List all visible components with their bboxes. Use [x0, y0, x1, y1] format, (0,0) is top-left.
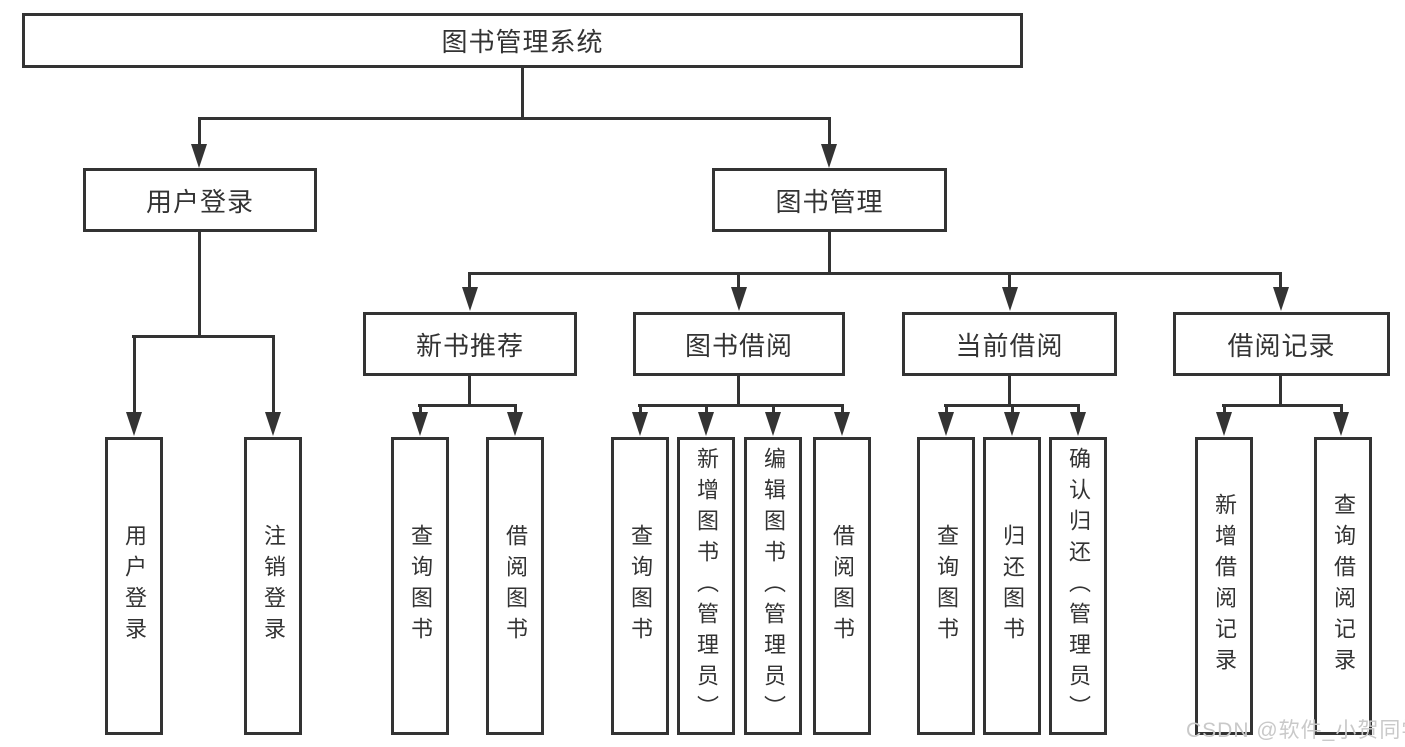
connector-drop-user-login [198, 117, 201, 146]
connector-drop [705, 404, 708, 414]
arrow-down-icon [938, 412, 954, 436]
leaf-query-books-recommend: 查询图书 [391, 437, 449, 735]
leaf-return-book: 归还图书 [983, 437, 1041, 735]
connector-drop [1077, 404, 1080, 414]
arrow-down-icon [821, 144, 837, 168]
arrow-down-icon [462, 287, 478, 311]
connector-drop-leaf-logout [272, 335, 275, 414]
connector-drop [639, 404, 642, 414]
connector-drop [514, 404, 517, 414]
connector-user-login-rail [132, 335, 275, 338]
connector-drop-leaf-user-login [133, 335, 136, 414]
connector-drop [1340, 404, 1343, 414]
arrow-down-icon [1273, 287, 1289, 311]
node-borrow-records: 借阅记录 [1173, 312, 1390, 376]
connector-drop-book-borrow [737, 272, 740, 289]
watermark: CSDN @软件_小贺同学 [1186, 719, 1405, 742]
leaf-query-books-current: 查询图书 [917, 437, 975, 735]
arrow-down-icon [1070, 412, 1086, 436]
connector-drop [841, 404, 844, 414]
connector-root-stem [521, 68, 524, 120]
connector-drop [1011, 404, 1014, 414]
arrow-down-icon [698, 412, 714, 436]
arrow-down-icon [1216, 412, 1232, 436]
arrow-down-icon [834, 412, 850, 436]
leaf-user-login: 用户登录 [105, 437, 163, 735]
connector-book-borrow-stem [737, 376, 740, 407]
connector-drop [772, 404, 775, 414]
connector-new-book-rail [418, 404, 517, 407]
connector-drop-borrow-records [1279, 272, 1282, 289]
arrow-down-icon [1002, 287, 1018, 311]
leaf-add-book-admin: 新增图书（管理员） [677, 437, 735, 735]
connector-drop [1223, 404, 1226, 414]
node-book-management: 图书管理 [712, 168, 947, 232]
arrow-down-icon [191, 144, 207, 168]
leaf-confirm-return-admin: 确认归还（管理员） [1049, 437, 1107, 735]
connector-level3-rail [468, 272, 1282, 275]
arrow-down-icon [412, 412, 428, 436]
connector-drop-new-book [468, 272, 471, 289]
connector-book-borrow-rail [638, 404, 844, 407]
leaf-query-books-borrow: 查询图书 [611, 437, 669, 735]
arrow-down-icon [507, 412, 523, 436]
leaf-logout: 注销登录 [244, 437, 302, 735]
node-user-login: 用户登录 [83, 168, 317, 232]
arrow-down-icon [126, 412, 142, 436]
arrow-down-icon [265, 412, 281, 436]
connector-drop [945, 404, 948, 414]
arrow-down-icon [1333, 412, 1349, 436]
arrow-down-icon [1004, 412, 1020, 436]
node-new-book-recommend: 新书推荐 [363, 312, 577, 376]
connector-drop-book-management [828, 117, 831, 146]
connector-level2-rail [198, 117, 831, 120]
node-root: 图书管理系统 [22, 13, 1023, 68]
arrow-down-icon [731, 287, 747, 311]
leaf-borrow-books-recommend: 借阅图书 [486, 437, 544, 735]
leaf-add-borrow-record: 新增借阅记录 [1195, 437, 1253, 735]
node-book-borrow: 图书借阅 [633, 312, 845, 376]
connector-user-login-stem [198, 232, 201, 338]
connector-new-book-stem [468, 376, 471, 407]
connector-borrow-records-stem [1279, 376, 1282, 407]
arrow-down-icon [765, 412, 781, 436]
connector-current-borrow-stem [1008, 376, 1011, 407]
connector-drop [419, 404, 422, 414]
connector-drop-current-borrow [1008, 272, 1011, 289]
node-current-borrow: 当前借阅 [902, 312, 1117, 376]
leaf-borrow-books: 借阅图书 [813, 437, 871, 735]
leaf-query-borrow-record: 查询借阅记录 [1314, 437, 1372, 735]
connector-book-management-stem [828, 232, 831, 275]
arrow-down-icon [632, 412, 648, 436]
connector-borrow-records-rail [1222, 404, 1343, 407]
leaf-edit-book-admin: 编辑图书（管理员） [744, 437, 802, 735]
